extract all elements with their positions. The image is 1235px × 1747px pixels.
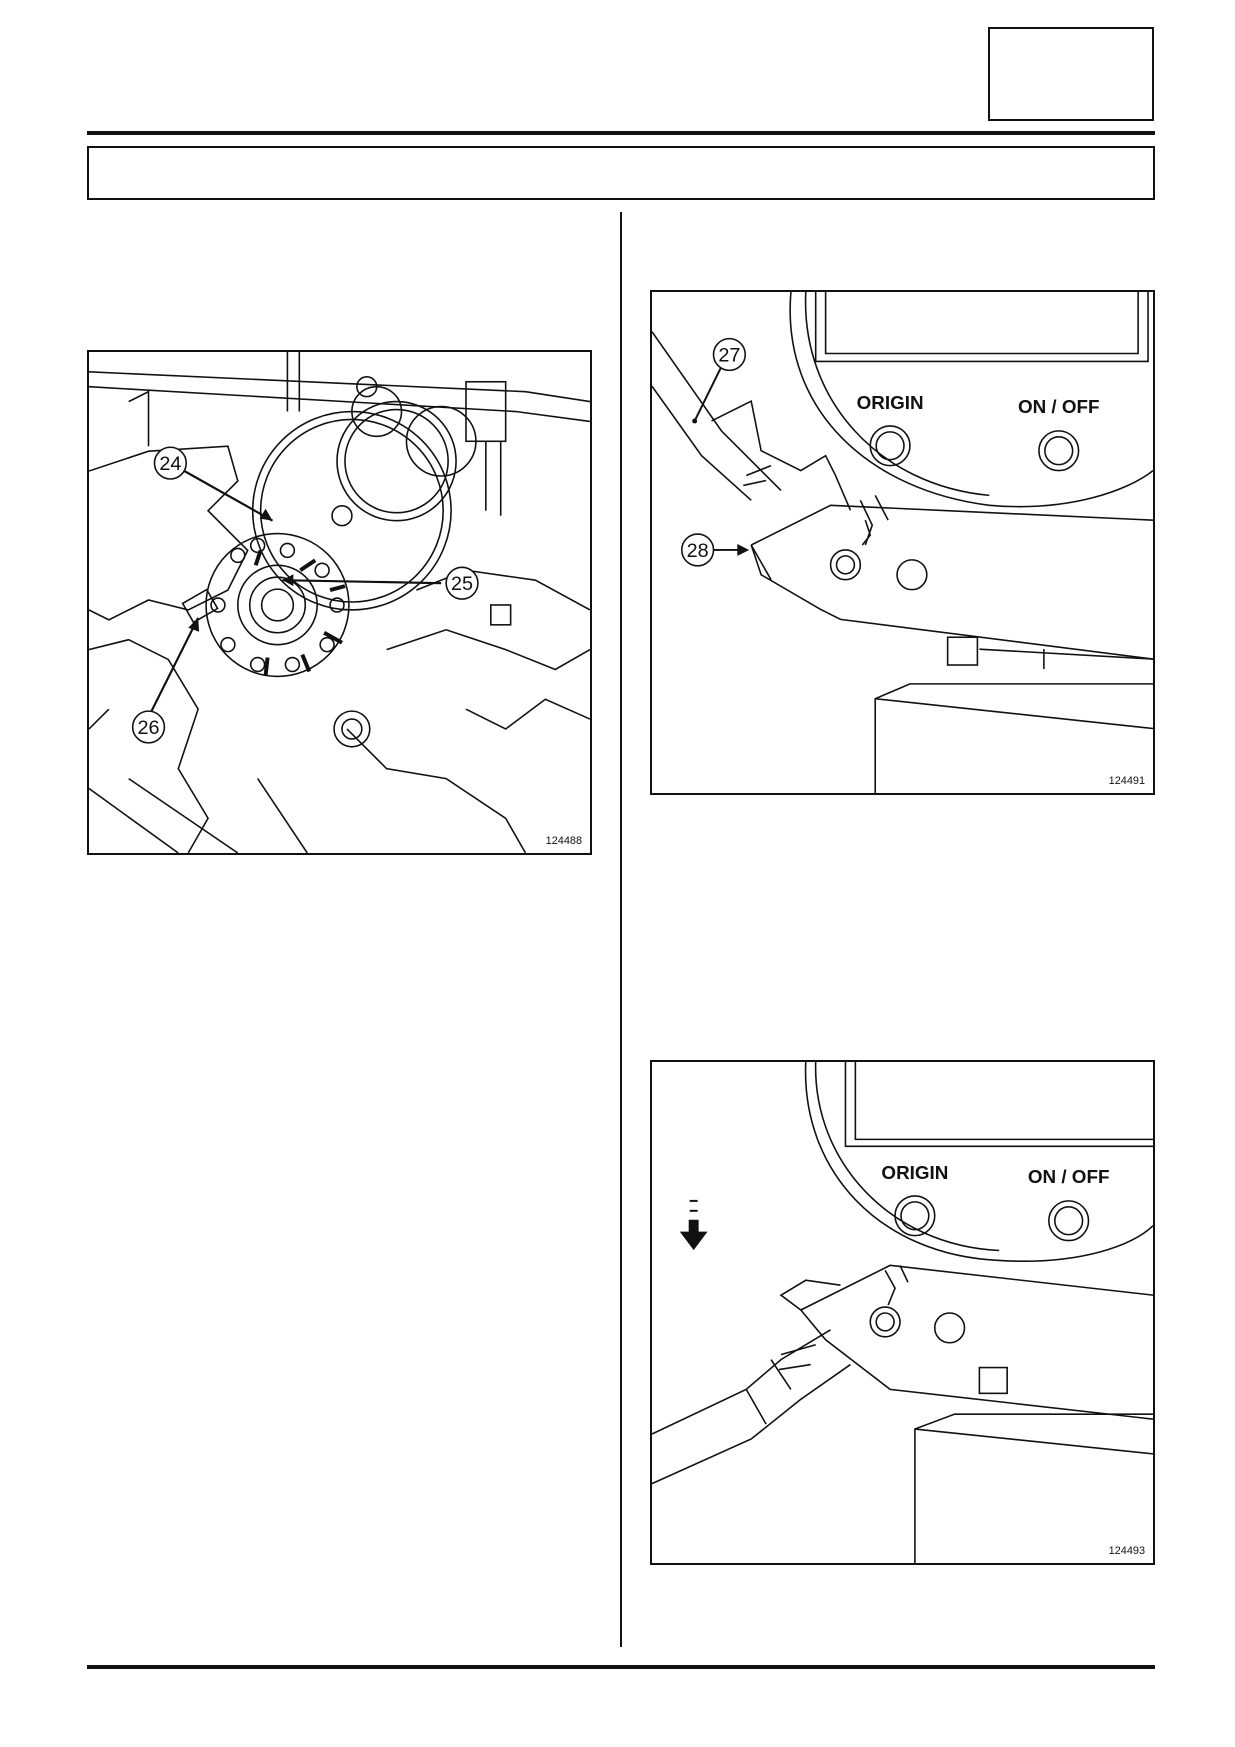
engine-pulley-illustration: 24 25 26 124488 — [89, 352, 590, 853]
footer-rule — [87, 1665, 1155, 1669]
on-off-button-label: ON / OFF — [1018, 396, 1100, 417]
callout-24: 24 — [159, 453, 181, 475]
callout-28: 28 — [687, 540, 709, 562]
column-divider — [620, 212, 622, 1647]
gauge-lowered-illustration: ORIGIN ON / OFF 124493 — [652, 1062, 1153, 1563]
figure-id: 124488 — [546, 835, 582, 847]
on-off-button-label: ON / OFF — [1028, 1166, 1110, 1187]
origin-button-label: ORIGIN — [857, 392, 924, 413]
figure-id: 124493 — [1109, 1545, 1145, 1557]
figure-id: 124491 — [1109, 775, 1145, 787]
figure-gauge-mount: 27 28 ORIGIN ON / OFF 124491 — [650, 290, 1155, 795]
gauge-mount-illustration: 27 28 ORIGIN ON / OFF 124491 — [652, 292, 1153, 793]
callout-26: 26 — [137, 717, 159, 739]
header-rule — [87, 131, 1155, 135]
callout-27: 27 — [718, 344, 740, 366]
origin-button-label: ORIGIN — [881, 1162, 948, 1183]
figure-gauge-lowered: ORIGIN ON / OFF 124493 — [650, 1060, 1155, 1565]
callout-25: 25 — [451, 573, 473, 595]
page-section-box — [988, 27, 1154, 121]
section-title-bar — [87, 146, 1155, 200]
figure-engine-pulley: 24 25 26 124488 — [87, 350, 592, 855]
